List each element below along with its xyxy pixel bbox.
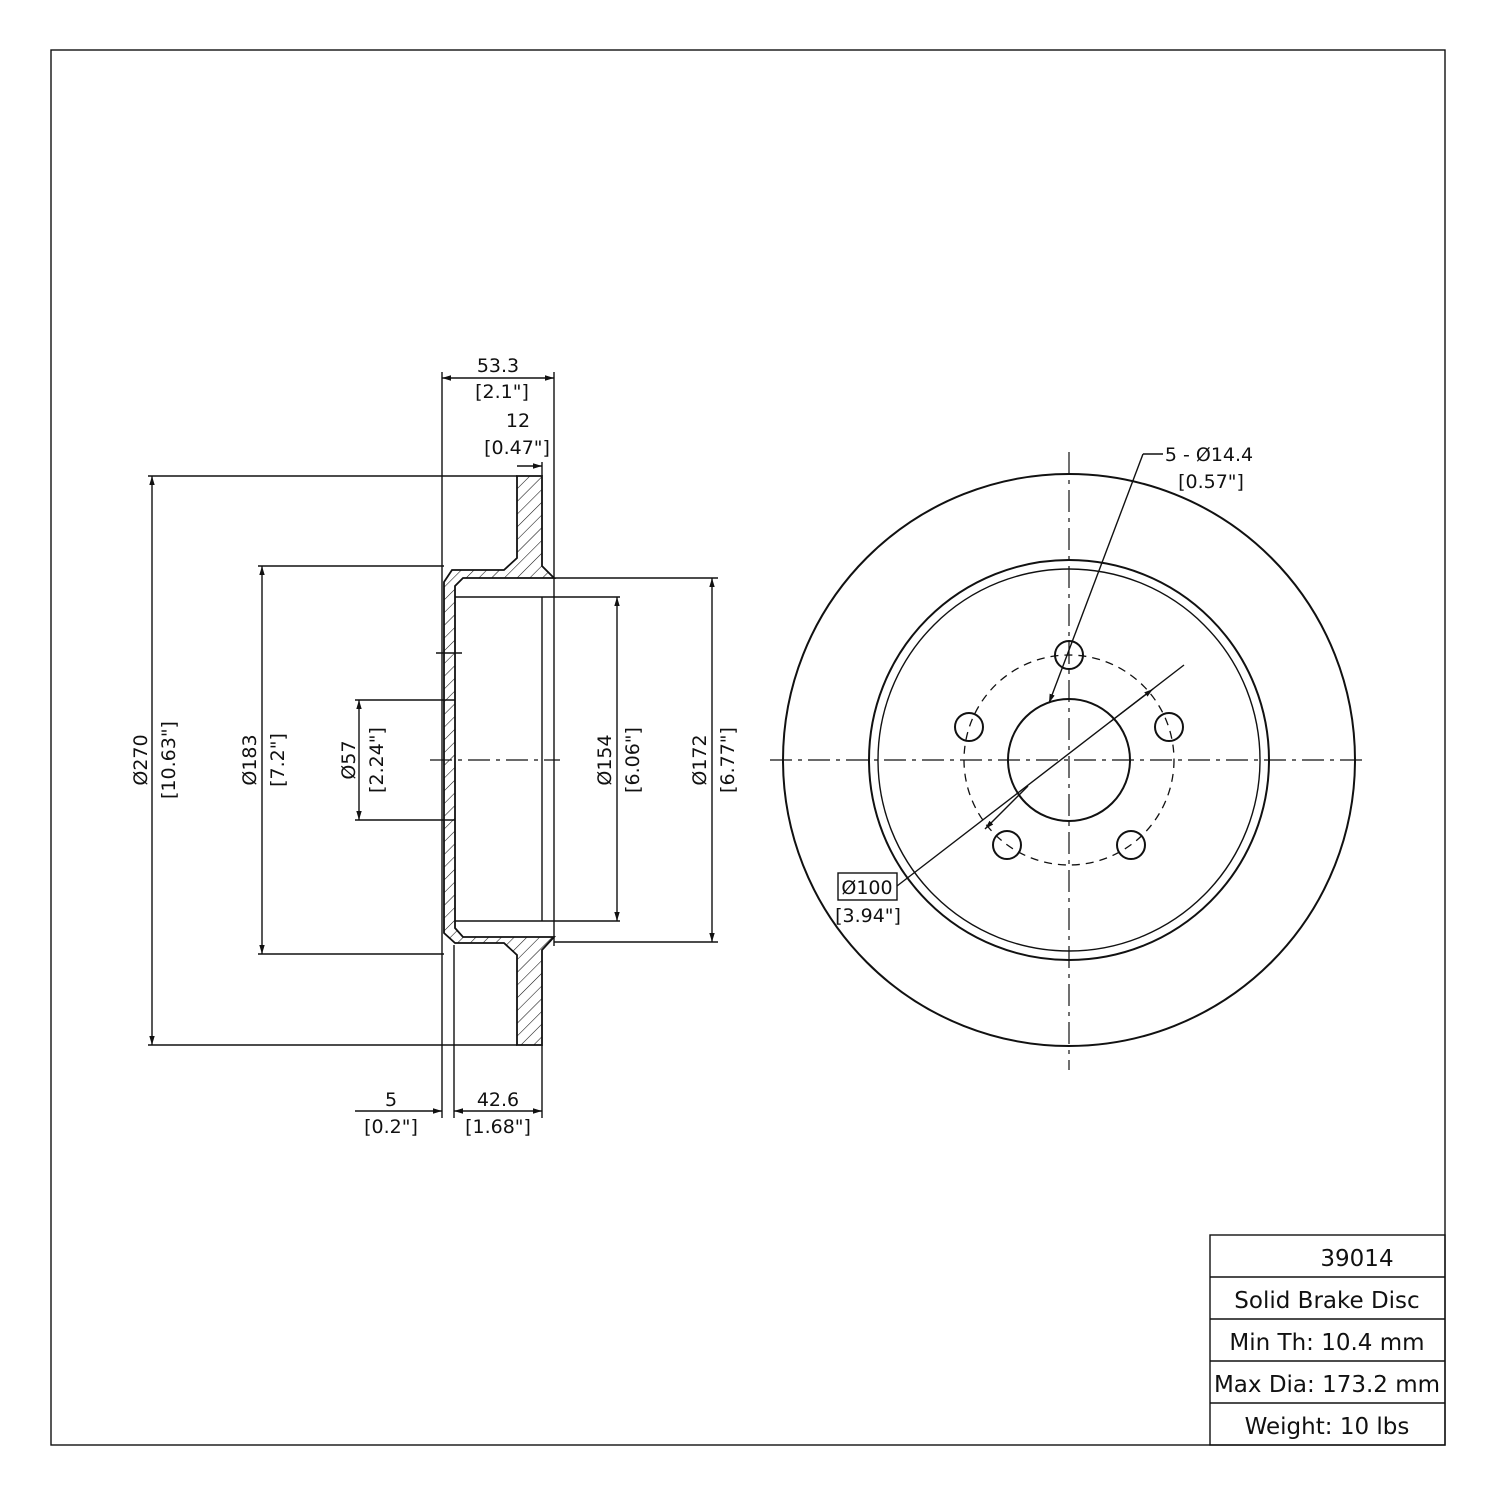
bolt-hole <box>992 830 1022 860</box>
weight: Weight: 10 lbs <box>1245 1414 1410 1440</box>
dim-inner172-in: [6.77"] <box>717 727 739 793</box>
bolt-hole-leader <box>1048 453 1144 704</box>
max-diameter: Max Dia: 173.2 mm <box>1214 1372 1440 1398</box>
bolt-hole <box>954 712 984 742</box>
dim-bore-in: [2.24"] <box>366 727 388 793</box>
part-type: Solid Brake Disc <box>1234 1288 1419 1314</box>
dim-bolt-circle-in: [3.94"] <box>835 905 901 927</box>
bolt-circle-label-box <box>837 872 898 901</box>
part-number: 39014 <box>1320 1246 1393 1272</box>
bolt-hole <box>1054 640 1084 670</box>
dim-outer-dia-mm: Ø270 <box>130 734 152 785</box>
side-view-section <box>355 475 620 1046</box>
dim-outer-dia-in: [10.63"] <box>158 721 180 799</box>
dim-hat-dia-mm: Ø183 <box>239 734 261 785</box>
bolt-hole <box>1116 830 1146 860</box>
dim-hat-dia-in: [7.2"] <box>267 733 289 787</box>
bolt-holes <box>954 640 1184 860</box>
min-thickness: Min Th: 10.4 mm <box>1229 1330 1424 1356</box>
dim-bolt-holes-mm: 5 - Ø14.4 <box>1165 444 1253 466</box>
dim-width-in: [2.1"] <box>475 381 529 403</box>
dim-width-mm: 53.3 <box>477 355 519 377</box>
dim-bolt-circle-mm: Ø100 <box>841 877 892 899</box>
drawing-border <box>50 49 1446 1446</box>
bolt-hole <box>1154 712 1184 742</box>
dim-thickness-mm: 12 <box>506 410 530 432</box>
dim-bolt-holes-in: [0.57"] <box>1178 471 1244 493</box>
dim-inner172-mm: Ø172 <box>689 734 711 785</box>
dim-inner154-in: [6.06"] <box>622 727 644 793</box>
dim-thickness-in: [0.47"] <box>484 437 550 459</box>
dim-inner154-mm: Ø154 <box>594 734 616 785</box>
dimension-lines <box>149 375 715 1114</box>
extension-lines <box>148 372 718 1118</box>
dim-hat-height-mm: 42.6 <box>477 1089 519 1111</box>
dim-hat-height-in: [1.68"] <box>465 1116 531 1138</box>
dim-offset-in: [0.2"] <box>364 1116 418 1138</box>
dim-bore-mm: Ø57 <box>338 740 360 779</box>
title-block <box>1209 1234 1446 1446</box>
dim-offset-mm: 5 <box>385 1089 397 1111</box>
front-view <box>770 452 1368 1070</box>
